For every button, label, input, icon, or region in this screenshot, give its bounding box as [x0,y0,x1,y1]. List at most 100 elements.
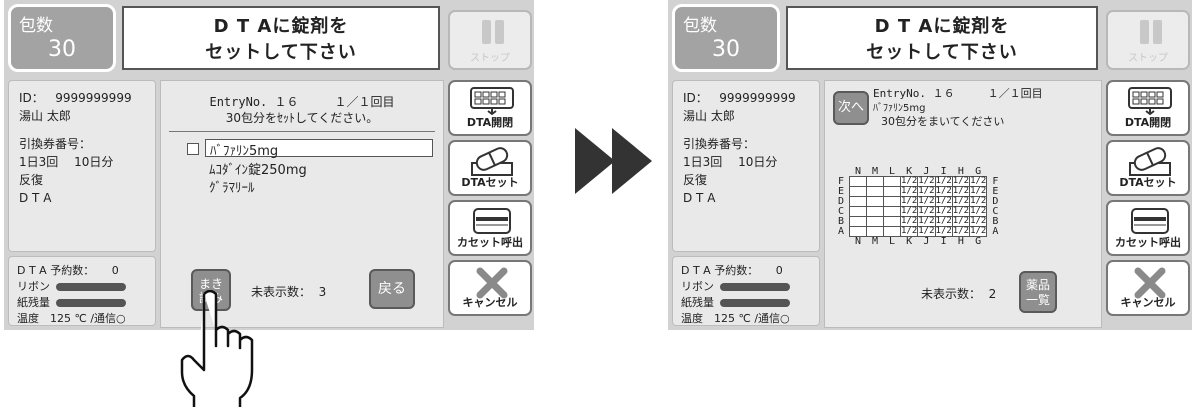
grid-cell[interactable]: 1/2 [934,216,953,227]
cassette-call-button[interactable]: カセット呼出 [448,200,532,256]
grid-cell[interactable] [866,186,884,197]
pack-count-box: 包数 30 [8,4,116,72]
grid-cell[interactable]: 1/2 [969,196,988,207]
grid-cell[interactable] [883,216,901,227]
grid-cell[interactable]: 1/2 [969,226,988,237]
dta-open-close-label: DTA開閉 [1124,116,1172,129]
grid-cell[interactable]: 1/2 [899,206,919,217]
grid-cell[interactable]: 1/2 [934,186,953,197]
dta-set-button[interactable]: DTAセット [448,140,532,196]
grid-cell[interactable]: 1/2 [951,186,971,197]
grid-cell[interactable]: 1/2 [934,176,953,187]
title-line1: D T Aに錠剤を [213,16,349,37]
ticket-number: 引換券番号： [19,137,92,151]
grid-cell[interactable] [866,216,884,227]
entry-sub: 30包分をまいてください [881,115,1005,128]
grid-col-label: G [975,236,982,247]
dose: 1日3回 10日分 [683,155,778,169]
drug-item[interactable]: ｸﾞﾗﾏﾘｰﾙ [209,181,255,196]
grid-cell[interactable]: 1/2 [917,216,936,227]
screen-after: 包数 30 D T Aに錠剤を セットして下さい ストップ ID： 999999… [668,0,1192,330]
grid-cell[interactable]: 1/2 [951,196,971,207]
grid-cell[interactable]: 1/2 [969,176,988,187]
pause-icon [1138,20,1164,47]
grid-cell[interactable] [849,226,867,237]
grid-row-label: C [837,206,845,217]
grid-cell[interactable] [883,196,901,207]
grid-cell[interactable] [883,186,901,197]
stop-button[interactable]: ストップ [448,10,532,70]
grid-cell[interactable] [883,206,901,217]
dta-set-label: DTAセット [461,176,519,189]
grid-cell[interactable]: 1/2 [969,206,988,217]
patient-info: ID： 9999999999 湯山 太郎 引換券番号： 1日3回 10日分 反復… [672,80,820,252]
grid-cell[interactable] [866,226,884,237]
arrow-icon [575,128,615,194]
grid-cell[interactable]: 1/2 [951,206,971,217]
cancel-button[interactable]: キャンセル [448,260,532,316]
grid-col-label: J [923,236,930,247]
grid-cell[interactable]: 1/2 [899,216,919,227]
grid-cell[interactable]: 1/2 [899,196,919,207]
grid-cell[interactable]: 1/2 [899,226,919,237]
grid-cell[interactable]: 1/2 [899,186,919,197]
pack-label: 包数 [683,16,717,36]
grid-cell[interactable] [849,176,867,187]
remaining-count: 未表示数： 3 [251,285,327,299]
capsule-icon [471,147,513,176]
grid-cell[interactable] [883,226,901,237]
grid-cell[interactable]: 1/2 [934,226,953,237]
grid-col-label: N [854,166,862,177]
grid-cell[interactable] [849,206,867,217]
grid-col-label: M [871,166,879,177]
machine: D T A [683,191,716,205]
grid-cell[interactable]: 1/2 [917,226,936,237]
grid-cell[interactable] [883,176,901,187]
grid-cell[interactable] [866,196,884,207]
grid-col-label: K [906,236,913,247]
grid-cell[interactable] [849,186,867,197]
cassette-call-button[interactable]: カセット呼出 [1106,200,1190,256]
grid-cell[interactable]: 1/2 [969,216,988,227]
dta-open-close-button[interactable]: DTA開閉 [1106,80,1190,136]
repeat: 反復 [683,173,708,187]
drug-item[interactable]: ﾑｺﾀﾞｲﾝ錠250mg [209,163,307,178]
remaining-count: 未表示数： 2 [921,287,997,301]
dta-open-close-label: DTA開閉 [466,116,514,129]
pack-count: 30 [48,37,76,62]
patient-id: ID： 9999999999 [683,91,796,105]
grid-cell[interactable]: 1/2 [917,196,936,207]
stop-button[interactable]: ストップ [1106,10,1190,70]
grid-cell[interactable] [849,216,867,227]
tray-icon [1128,87,1172,115]
grid-cell[interactable]: 1/2 [899,176,919,187]
grid-cell[interactable]: 1/2 [917,186,936,197]
dta-set-button[interactable]: DTAセット [1106,140,1190,196]
next-button[interactable]: 次へ [833,91,869,125]
drug-list-button[interactable]: 薬品 一覧 [1019,271,1057,313]
drug-item-selected[interactable]: ﾊﾞﾌｧﾘﾝ5mg [205,139,433,159]
grid-cell[interactable]: 1/2 [917,176,936,187]
grid-cell[interactable] [866,206,884,217]
title-line2: セットして下さい [866,42,1018,63]
grid-cell[interactable]: 1/2 [917,206,936,217]
hand-pointer-icon [180,290,254,407]
grid-cell[interactable]: 1/2 [934,196,953,207]
dta-open-close-button[interactable]: DTA開閉 [448,80,532,136]
grid-cell[interactable]: 1/2 [969,186,988,197]
grid-cell[interactable] [866,176,884,187]
grid-cell[interactable]: 1/2 [934,206,953,217]
grid-col-label: N [854,236,862,247]
pack-count: 30 [712,37,740,62]
grid-cell[interactable]: 1/2 [951,176,971,187]
grid-cell[interactable] [849,196,867,207]
grid-cell[interactable]: 1/2 [951,226,971,237]
grid-col-label: J [923,166,930,177]
cancel-button[interactable]: キャンセル [1106,260,1190,316]
back-button[interactable]: 戻る [369,269,415,309]
cassette-call-label: カセット呼出 [457,236,523,249]
grid-panel: 次へ EntryNo. １６ １／１回目 ﾊﾞﾌｧﾘﾝ5mg 30包分をまいてく… [824,80,1102,328]
grid-cell[interactable]: 1/2 [951,216,971,227]
paper-level: 紙残量 [681,295,811,311]
